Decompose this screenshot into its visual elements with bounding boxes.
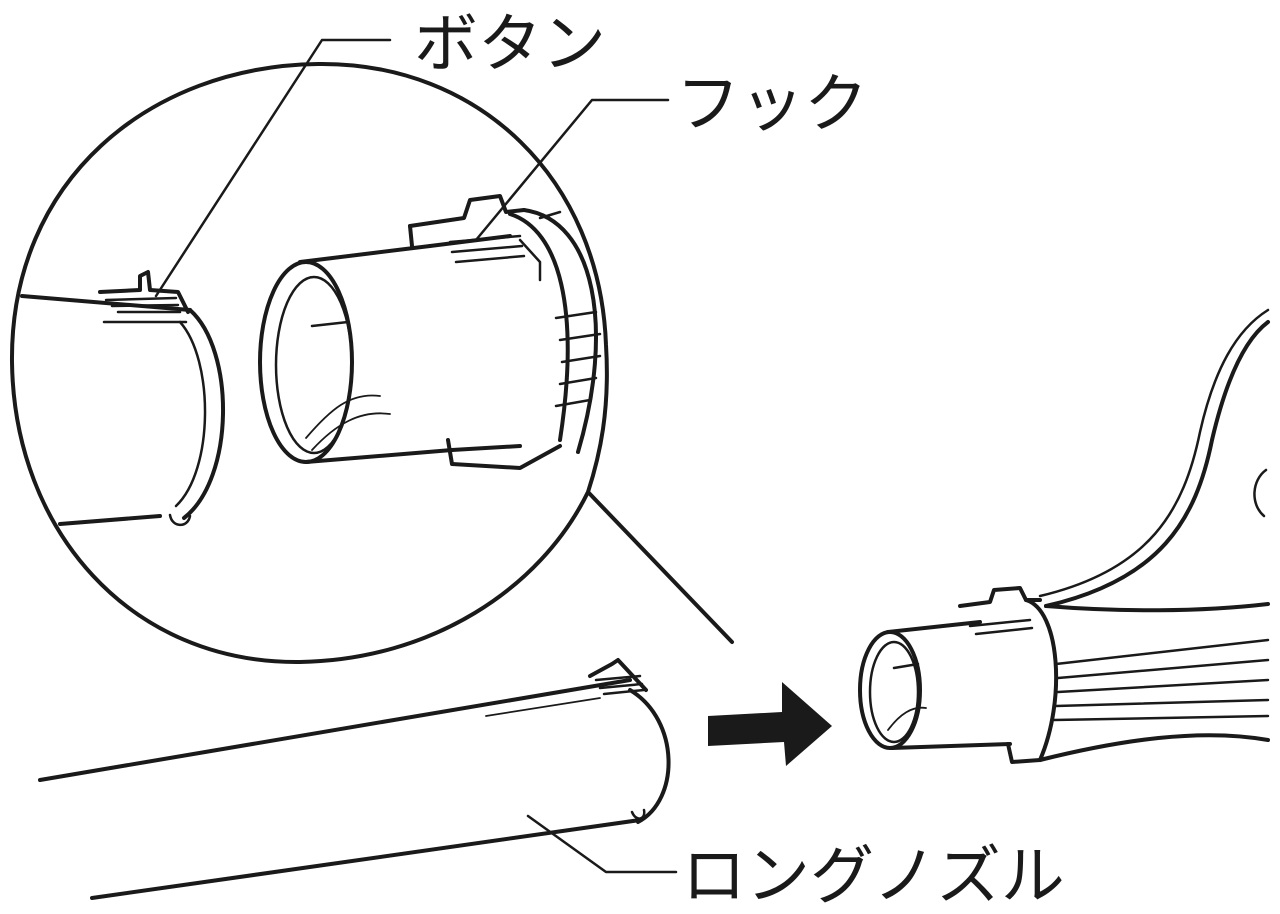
- magnified-button-tab: [98, 270, 190, 324]
- long-nozzle-label: ロングノズル: [682, 840, 1065, 914]
- hook-label: フック: [676, 68, 868, 142]
- hook-leader-line: [474, 98, 670, 242]
- magnified-callout: [9, 61, 734, 665]
- hose-connector: [858, 308, 1270, 764]
- nozzle-button: [588, 658, 648, 696]
- magnified-connector: [258, 194, 602, 470]
- button-leader-line: [154, 38, 392, 298]
- leader-lines: [154, 38, 678, 874]
- insert-direction-arrow: [708, 682, 832, 766]
- long-nozzle: [38, 658, 671, 900]
- hose-hook: [958, 586, 1042, 636]
- callout-bubble-outline: [9, 61, 734, 665]
- button-label: ボタン: [414, 8, 606, 82]
- magnified-hook: [408, 194, 526, 264]
- magnified-nozzle-end: [20, 270, 225, 527]
- long-nozzle-leader-line: [526, 814, 678, 874]
